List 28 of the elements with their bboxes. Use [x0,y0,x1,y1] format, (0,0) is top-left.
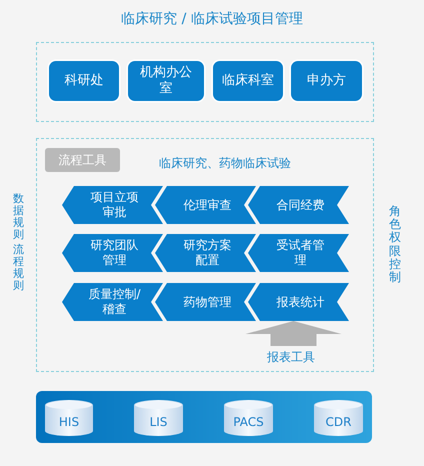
side-label: 数据规则 [13,193,24,242]
module-label: 项目立项审批 [90,190,140,220]
module-label: 受试者管理 [276,238,326,268]
department-button: 机构办公室 [128,61,204,101]
diagram-title: 临床研究 / 临床试验项目管理 [120,10,304,28]
side-label: 角色权限控制 [389,205,401,284]
module-label: 伦理审查 [184,198,232,212]
system-name: LIS [150,414,168,430]
dashed-frame [36,138,374,372]
module-label: 质量控制/稽查 [88,287,141,317]
dashed-frame [36,42,374,122]
module-label: 合同经费 [276,198,324,212]
department-button: 临床科室 [213,61,283,101]
module-label: 报表统计 [276,294,324,310]
module-label: 研究团队管理 [90,238,140,268]
section-subtitle: 临床研究、药物临床试验 [158,155,292,172]
department-button: 申办方 [291,61,362,101]
side-label: 流程规则 [13,244,24,292]
system-name: HIS [58,414,80,430]
system-name: PACS [233,414,264,430]
system-name: CDR [326,414,352,430]
module-label: 研究方案配置 [182,238,232,268]
tool-label: 报表工具 [267,350,315,364]
tool-tag: 流程工具 [45,148,120,172]
department-button: 科研处 [49,61,119,101]
block-arrow [246,321,342,346]
module-label: 药物管理 [184,294,232,310]
system-bar [36,391,372,443]
